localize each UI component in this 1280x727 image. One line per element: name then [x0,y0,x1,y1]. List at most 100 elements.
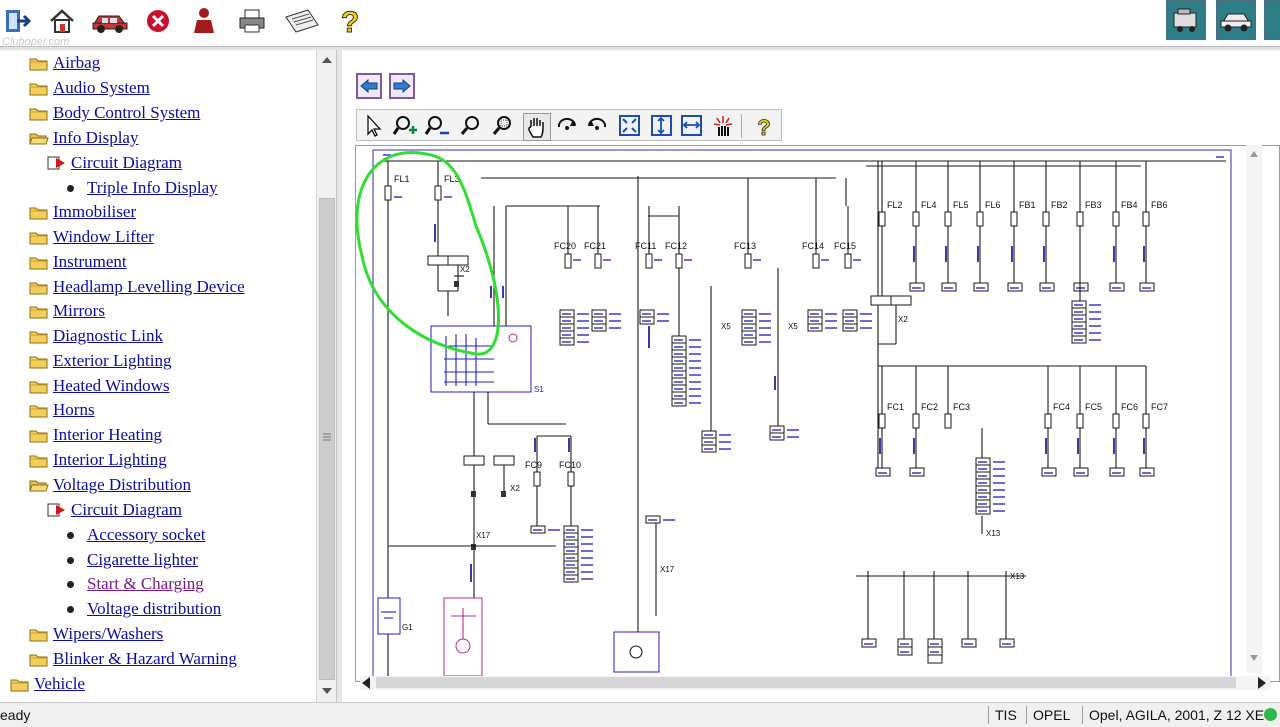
tree-item[interactable]: Voltage distribution [67,598,221,620]
label-mark [744,327,753,329]
label-mark [759,341,771,343]
fit-height-icon[interactable] [649,113,675,139]
zoom-icon[interactable] [459,113,485,139]
label-mark [1143,246,1145,262]
car-icon[interactable] [1216,0,1256,40]
tree-item[interactable]: Blinker & Hazard Warning [29,648,237,670]
label-mark [787,429,799,431]
pane-splitter[interactable] [336,50,343,702]
fuse-fc20 [564,253,572,269]
tree-item[interactable]: Headlamp Levelling Device [29,276,245,298]
highlight-icon[interactable] [711,113,737,139]
engine-icon[interactable] [1166,0,1206,40]
connector-label: S1 [534,385,544,394]
tree-item-label: Voltage Distribution [53,475,192,494]
tree-item[interactable]: Body Control System [29,102,200,124]
zoom-area-icon[interactable] [491,113,517,139]
fit-page-icon[interactable] [617,113,643,139]
diagram-hscrollbar[interactable] [360,676,1270,690]
rotate-ccw-icon[interactable] [585,113,611,139]
fuse-fl2 [878,211,886,227]
tree-item[interactable]: Circuit Diagram [47,152,182,174]
forward-button[interactable] [389,73,415,99]
label-mark [1113,246,1115,262]
tree-item[interactable]: Diagnostic Link [29,325,163,347]
pointer-icon[interactable] [361,113,387,139]
tree-item[interactable]: Heated Windows [29,375,170,397]
diagram-scroll-up-icon[interactable] [1250,151,1258,157]
help-icon[interactable]: ? [332,2,368,40]
scroll-right-icon[interactable] [1258,677,1266,689]
scroll-down-icon[interactable] [322,688,332,694]
tree-item[interactable]: Exterior Lighting [29,350,172,372]
news-icon[interactable] [282,2,322,40]
more-icon[interactable] [1264,0,1280,40]
scroll-up-icon[interactable] [322,57,332,63]
label-mark [642,320,651,322]
back-button[interactable] [356,73,382,99]
scroll-left-icon[interactable] [362,677,370,689]
label-mark [689,388,701,390]
tree-item[interactable]: Mirrors [29,300,105,322]
tree-item[interactable]: Airbag [29,52,100,74]
pan-hand-icon[interactable] [523,113,551,141]
vehicle-icon[interactable] [90,2,130,40]
label-mark [1089,339,1101,341]
label-mark [978,461,987,463]
label-mark [993,482,1005,484]
connector-symbol [454,281,459,287]
print-icon[interactable] [234,2,270,40]
connector-label: X2 [460,265,470,274]
tree-item[interactable]: Info Display [29,127,138,149]
home-icon[interactable] [44,2,80,40]
tree-item[interactable]: Voltage Distribution [29,474,191,496]
tree-item[interactable]: Start & Charging [67,573,204,595]
tree-item-label: Circuit Diagram [71,500,182,519]
zoom-out-icon[interactable] [425,113,451,139]
tree-item[interactable]: Interior Lighting [29,449,167,471]
label-mark [787,436,799,438]
label-mark [945,246,947,262]
label-mark [689,346,701,348]
folder-icon [29,58,48,70]
stop-icon[interactable] [140,2,176,40]
highlight-annotation [356,151,500,356]
person-icon[interactable] [186,2,222,40]
circuit-diagram-icon [47,156,65,170]
tree-scroll-thumb[interactable] [319,198,335,680]
tree-item[interactable]: Interior Heating [29,424,162,446]
label-mark [1089,332,1101,334]
zoom-in-icon[interactable] [393,113,419,139]
tree-scrollbar[interactable] [316,50,337,702]
fuse-fb2 [1042,211,1050,227]
tree-item[interactable]: Wipers/Washers [29,623,163,645]
tree-item[interactable]: Accessory socket [67,524,206,546]
label-mark [548,529,560,531]
tree-item[interactable]: Instrument [29,251,127,273]
label-mark [562,327,571,329]
help-icon[interactable]: ? [751,113,777,139]
tree-item[interactable]: Horns [29,399,95,421]
diagram-vscrollbar[interactable] [1246,145,1262,673]
label-mark [1074,304,1083,306]
tree-item[interactable]: Immobiliser [29,201,136,223]
tree-item[interactable]: Window Lifter [29,226,154,248]
diagram-hscroll-thumb[interactable] [376,677,1236,688]
label-mark [674,374,683,376]
tree-item[interactable]: Triple Info Display [67,177,218,199]
diagram-scroll-down-icon[interactable] [1250,655,1258,661]
exit-icon[interactable] [0,2,36,40]
tree-item[interactable]: Cigarette lighter [67,549,198,571]
tree-item[interactable]: Audio System [29,77,150,99]
fit-width-icon[interactable] [679,113,705,139]
tree-item[interactable]: Vehicle [10,673,85,695]
fuse-fl1 [384,185,392,201]
connector-symbol [471,544,476,550]
folder-open-icon [29,133,49,144]
label-mark [581,557,593,559]
rotate-cw-icon[interactable] [555,113,581,139]
fuse-fc11 [645,253,653,269]
label-mark [860,313,872,315]
tree-item[interactable]: Circuit Diagram [47,499,182,521]
